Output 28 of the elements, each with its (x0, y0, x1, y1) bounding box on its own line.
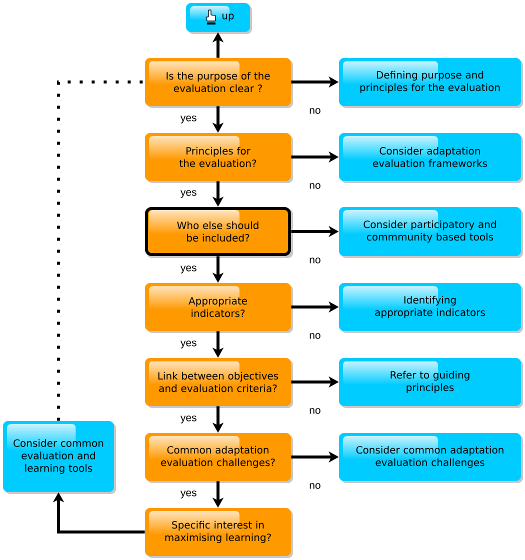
question-box: Link between objectives and evaluation criteria? (145, 358, 293, 408)
edge-label: no (310, 258, 320, 264)
edge-label: yes (180, 490, 196, 498)
up-button: up (186, 3, 252, 34)
edge-label: yes (180, 116, 196, 124)
action-box: Consider common evaluation and learning tools (3, 421, 116, 494)
action-box: Consider common adaptation evaluation challenges (339, 433, 523, 483)
question-box: Specific interest in maximising learning? (145, 508, 293, 558)
edge-label: no (310, 183, 320, 189)
action-box: Defining purpose and principles for the evaluation (339, 58, 523, 108)
action-box: Refer to guiding principles (339, 358, 523, 408)
edge-label: no (310, 333, 320, 339)
question-box: Appropriate indicators? (145, 283, 293, 333)
question-box: Common adaptation evaluation challenges? (145, 433, 293, 483)
edge-label: yes (180, 266, 196, 274)
edge-label: no (310, 408, 320, 414)
edge-label: no (310, 483, 320, 489)
action-box: Identifying appropriate indicators (339, 283, 523, 333)
question-box: Principles for the evaluation? (145, 133, 293, 183)
edge-label: no (310, 108, 320, 114)
question-box: Is the purpose of the evaluation clear ? (145, 58, 293, 108)
dotted-line (57, 80, 145, 421)
edge-label: yes (180, 416, 196, 424)
action-box: Consider adaptation evaluation frameworks (339, 133, 523, 183)
edge-label: yes (180, 340, 196, 348)
question-box: Who else should be included? (145, 207, 293, 258)
action-box: Consider participatory and commmunity based tools (339, 207, 523, 258)
edge-label: yes (180, 190, 196, 198)
